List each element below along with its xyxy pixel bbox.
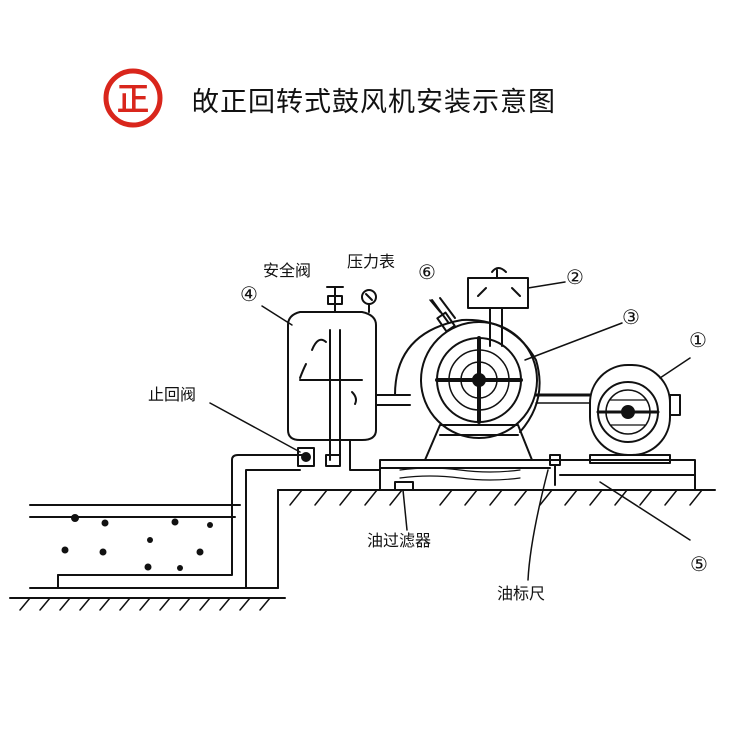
roots-blower <box>394 318 541 461</box>
label-oil-dipstick: 油标尺 <box>497 584 546 603</box>
leader-lines <box>209 281 691 581</box>
motor <box>534 364 681 464</box>
fitting-6 <box>431 297 456 333</box>
callout-1: ① <box>689 328 707 352</box>
label-oil-filter: 油过滤器 <box>367 531 432 550</box>
water-sump <box>9 489 286 611</box>
page-title: 敀正回转式鼓风机安装示意图 <box>192 87 556 118</box>
diagram-drawing <box>9 267 716 611</box>
svg-text:正: 正 <box>117 80 149 118</box>
label-pressure-gauge: 压力表 <box>347 252 396 271</box>
callout-3: ③ <box>622 305 640 329</box>
suction-pipe <box>57 454 306 589</box>
brand-logo: 正 <box>103 68 163 128</box>
callout-6: ⑥ <box>418 260 436 284</box>
callout-5: ⑤ <box>690 552 708 576</box>
safety-valve <box>326 286 344 313</box>
ground <box>277 489 716 506</box>
label-safety-valve: 安全阀 <box>263 261 312 280</box>
installation-diagram: 安全阀 压力表 止回阀 油过滤器 油标尺 ④ ⑥ ② ③ ① ⑤ <box>0 180 750 640</box>
check-valve <box>297 447 315 467</box>
inlet-filter <box>467 267 529 347</box>
header: 正 敀正回转式鼓风机安装示意图 <box>0 0 750 180</box>
callout-4: ④ <box>240 282 258 306</box>
label-check-valve: 止回阀 <box>148 385 197 404</box>
silencer-tank <box>287 311 377 467</box>
base-plate <box>379 459 696 491</box>
discharge-pipe <box>349 394 411 471</box>
oil-dipstick <box>549 454 561 486</box>
callout-2: ② <box>566 265 584 289</box>
oil-filter <box>394 481 414 491</box>
pressure-gauge <box>361 289 377 313</box>
